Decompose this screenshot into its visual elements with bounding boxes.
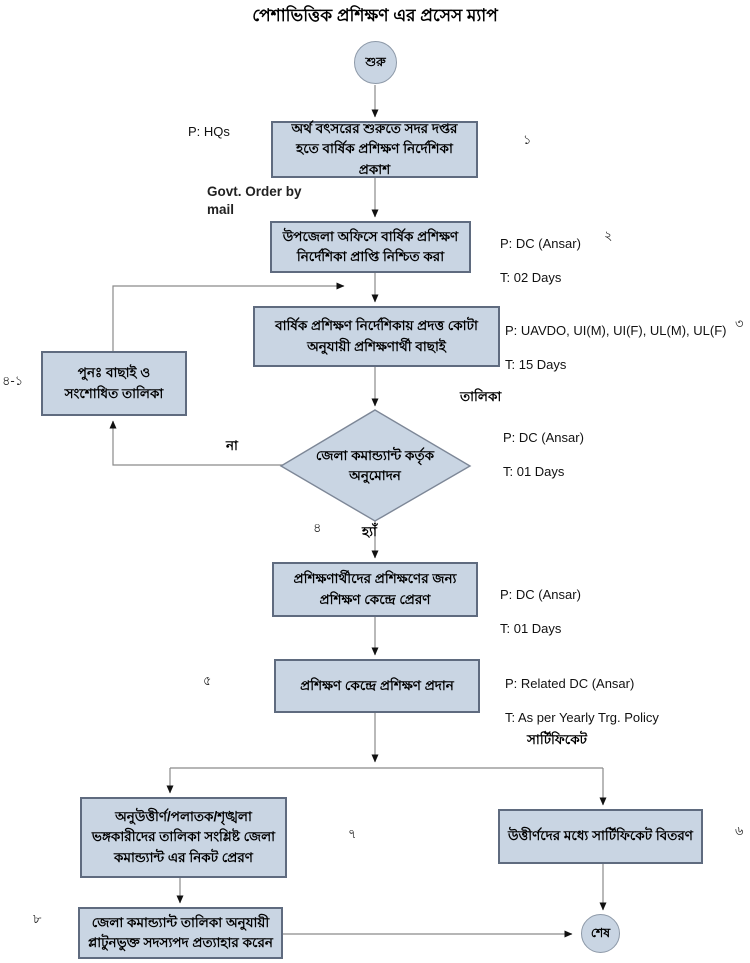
start-node: শুরু bbox=[354, 41, 397, 84]
edge-approve-no bbox=[109, 420, 286, 466]
annotation-select: P: UAVDO, UI(M), UI(F), UL(M), UL(F) T: … bbox=[505, 305, 726, 391]
step-number-4-1: ৪-১ bbox=[2, 373, 24, 388]
step-distribute-certificates: উত্তীর্ণদের মধ্যে সার্টিফিকেট বিতরণ bbox=[498, 809, 703, 864]
annotation-ensure: P: DC (Ansar) T: 02 Days bbox=[500, 218, 581, 304]
page-title: পেশাভিত্তিক প্রশিক্ষণ এর প্রসেস ম্যাপ bbox=[252, 6, 498, 25]
annotation-select-p: P: UAVDO, UI(M), UI(F), UL(M), UL(F) bbox=[505, 323, 727, 339]
step-send-fail-list: অনুউত্তীর্ণ/পলাতক/শৃঙ্খলা ভঙ্গকারীদের তা… bbox=[80, 797, 287, 878]
step-number-5: ৫ bbox=[203, 673, 212, 688]
step-number-7: ৭ bbox=[348, 826, 357, 841]
annotation-send: P: DC (Ansar) T: 01 Days bbox=[500, 569, 581, 655]
step-number-8: ৮ bbox=[33, 911, 42, 926]
step-number-1: ১ bbox=[523, 132, 532, 147]
annotation-train: P: Related DC (Ansar) T: As per Yearly T… bbox=[505, 658, 659, 744]
annotation-ensure-t: T: 02 Days bbox=[500, 270, 562, 286]
end-node: শেষ bbox=[581, 914, 620, 953]
edge-label-no: না bbox=[226, 438, 238, 453]
step-reselect-revised-list: পুনঃ বাছাই ও সংশোধিত তালিকা bbox=[41, 351, 187, 416]
annotation-send-p: P: DC (Ansar) bbox=[500, 587, 581, 603]
annotation-ensure-p: P: DC (Ansar) bbox=[500, 236, 581, 252]
annotation-train-t: T: As per Yearly Trg. Policy bbox=[505, 710, 659, 726]
edge-label-certificate: সার্টিফিকেট bbox=[527, 732, 588, 747]
annotation-govt-order: Govt. Order by mail bbox=[207, 184, 302, 218]
step-number-6: ৬ bbox=[735, 823, 744, 838]
annotation-approve-p: P: DC (Ansar) bbox=[503, 430, 584, 446]
step-number-3: ৩ bbox=[735, 316, 744, 331]
step-withdraw-membership: জেলা কমান্ড্যান্ট তালিকা অনুযায়ী প্লাটু… bbox=[78, 907, 283, 959]
edge-revise-feedback bbox=[112, 282, 345, 351]
annotation-approve: P: DC (Ansar) T: 01 Days bbox=[503, 412, 584, 498]
edge-label-yes: হ্যাঁ bbox=[362, 524, 377, 539]
step-select-trainees: বার্ষিক প্রশিক্ষণ নির্দেশিকায় প্রদত্ত ক… bbox=[253, 306, 500, 367]
annotation-approve-t: T: 01 Days bbox=[503, 464, 565, 480]
annotation-send-t: T: 01 Days bbox=[500, 621, 562, 637]
decision-diamond-shape bbox=[279, 409, 472, 522]
step-send-to-training-center: প্রশিক্ষণার্থীদের প্রশিক্ষণের জন্য প্রশি… bbox=[272, 562, 478, 617]
decision-commandant-approval: জেলা কমান্ড্যান্ট কর্তৃক অনুমোদন bbox=[315, 447, 435, 483]
step-number-4: ৪ bbox=[313, 520, 322, 535]
step-publish-guideline: অর্থ বৎসরের শুরুতে সদর দপ্তর হতে বার্ষিক… bbox=[271, 121, 478, 178]
annotation-hqs: P: HQs bbox=[188, 124, 230, 139]
step-number-2: ২ bbox=[604, 228, 613, 243]
edge-label-list: তালিকা bbox=[460, 389, 502, 404]
step-provide-training: প্রশিক্ষণ কেন্দ্রে প্রশিক্ষণ প্রদান bbox=[274, 659, 480, 713]
step-ensure-receipt: উপজেলা অফিসে বার্ষিক প্রশিক্ষণ নির্দেশিক… bbox=[270, 221, 471, 273]
annotation-select-t: T: 15 Days bbox=[505, 357, 567, 373]
annotation-train-p: P: Related DC (Ansar) bbox=[505, 676, 635, 692]
